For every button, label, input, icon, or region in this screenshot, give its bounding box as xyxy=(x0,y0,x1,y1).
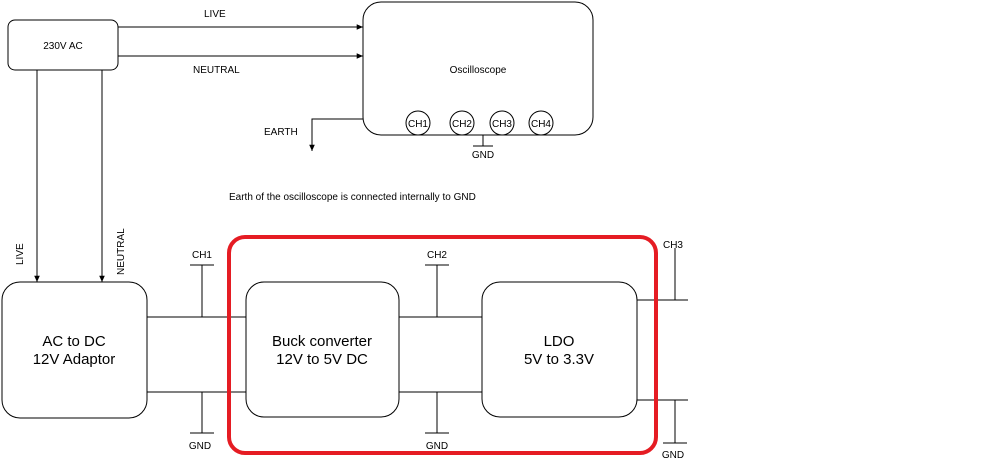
ac-source-block: 230V AC xyxy=(7,19,119,71)
svg-text:NEUTRAL: NEUTRAL xyxy=(193,65,240,76)
svg-text:LDO: LDO xyxy=(544,333,575,350)
live-wire-to-adaptor: LIVE xyxy=(15,70,40,282)
rail-adaptor-to-buck xyxy=(147,316,246,393)
svg-text:GND: GND xyxy=(662,450,684,461)
oscilloscope-channel-ch1: CH1 xyxy=(405,110,431,136)
svg-text:12V to 5V DC: 12V to 5V DC xyxy=(276,351,368,368)
svg-text:GND: GND xyxy=(189,441,211,452)
oscilloscope-block: Oscilloscope CH1 CH2 CH3 CH4 xyxy=(362,1,594,136)
svg-text:5V to 3.3V: 5V to 3.3V xyxy=(524,351,594,368)
neutral-wire-to-scope: NEUTRAL xyxy=(118,53,363,76)
probe-ch2: CH2 xyxy=(425,250,449,317)
oscilloscope-channel-ch4: CH4 xyxy=(528,110,554,136)
svg-text:GND: GND xyxy=(426,441,448,452)
earth-note: Earth of the oscilloscope is connected i… xyxy=(229,192,476,203)
svg-text:CH1: CH1 xyxy=(192,250,212,261)
gnd-2: GND xyxy=(425,392,449,452)
probe-ch1: CH1 xyxy=(190,250,214,317)
svg-text:CH2: CH2 xyxy=(427,250,447,261)
svg-text:CH1: CH1 xyxy=(408,119,428,130)
rail-buck-to-ldo xyxy=(399,316,482,393)
oscilloscope-label: Oscilloscope xyxy=(450,65,507,76)
gnd-3: GND xyxy=(662,400,687,461)
probe-ch3: CH3 xyxy=(663,240,683,300)
rail-ldo-output xyxy=(637,299,688,401)
svg-text:LIVE: LIVE xyxy=(204,9,226,20)
svg-text:GND: GND xyxy=(472,150,494,161)
neutral-wire-to-adaptor: NEUTRAL xyxy=(99,70,127,282)
svg-text:NEUTRAL: NEUTRAL xyxy=(116,228,127,275)
buck-converter-block: Buck converter 12V to 5V DC xyxy=(245,281,400,418)
oscilloscope-channel-ch3: CH3 xyxy=(489,110,515,136)
svg-text:12V Adaptor: 12V Adaptor xyxy=(33,351,116,368)
svg-text:EARTH: EARTH xyxy=(264,127,298,138)
earth-wire: EARTH xyxy=(264,118,363,151)
svg-text:Buck converter: Buck converter xyxy=(272,333,372,350)
ac-source-label: 230V AC xyxy=(43,41,82,52)
live-wire-to-scope: LIVE xyxy=(118,9,363,30)
oscilloscope-channel-ch2: CH2 xyxy=(449,110,475,136)
svg-text:CH4: CH4 xyxy=(531,119,551,130)
ldo-block: LDO 5V to 3.3V xyxy=(481,281,638,418)
adaptor-block: AC to DC 12V Adaptor xyxy=(1,281,148,419)
svg-text:CH3: CH3 xyxy=(492,119,512,130)
oscilloscope-gnd: GND xyxy=(472,135,494,161)
highlight-frame xyxy=(227,235,658,455)
svg-text:AC to DC: AC to DC xyxy=(42,333,106,350)
svg-text:CH3: CH3 xyxy=(663,240,683,251)
svg-text:CH2: CH2 xyxy=(452,119,472,130)
gnd-1: GND xyxy=(189,392,214,452)
svg-text:LIVE: LIVE xyxy=(15,243,26,265)
